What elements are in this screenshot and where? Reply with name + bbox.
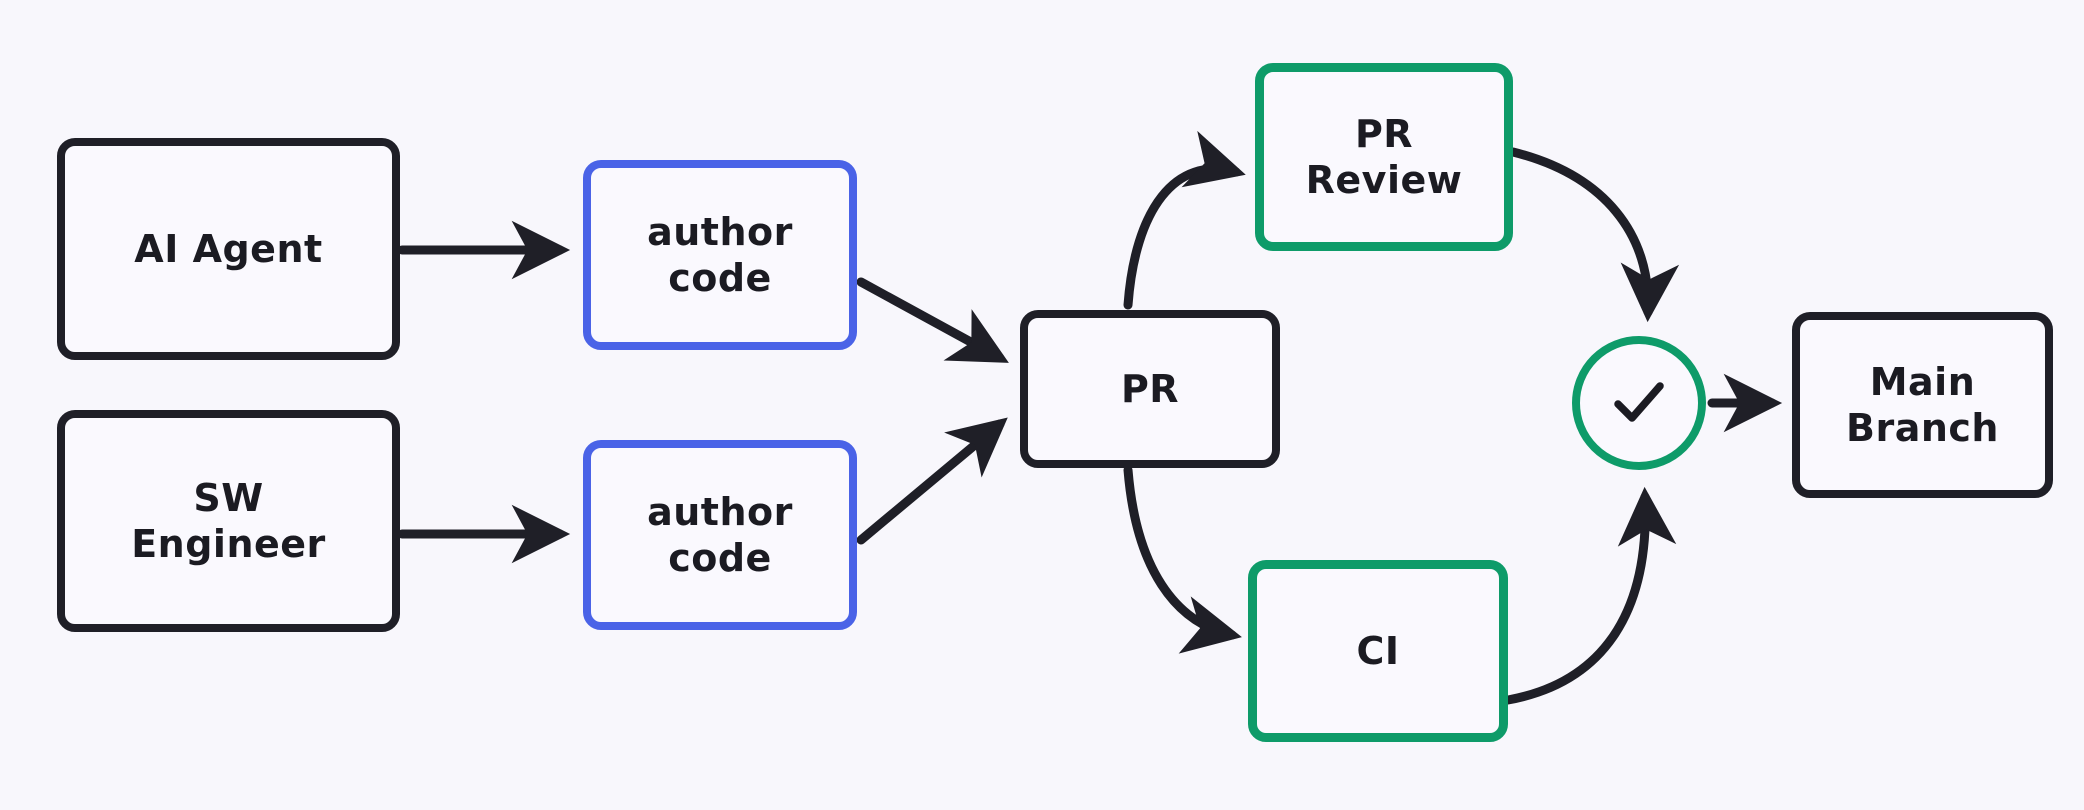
node-ci[interactable]: CI — [1248, 560, 1508, 742]
edge-pr-to-pr-review — [1123, 130, 1246, 310]
edge-pr-to-ci — [1123, 465, 1242, 654]
node-ai-agent[interactable]: AI Agent — [57, 138, 400, 360]
node-main-branch-label: Main Branch — [1846, 359, 1999, 450]
node-author-code-ai[interactable]: author code — [583, 160, 857, 350]
edge-author-code-2-to-pr — [856, 417, 1008, 545]
check-icon — [1614, 382, 1664, 422]
node-author-code-human-label: author code — [647, 489, 793, 580]
node-pr-label: PR — [1120, 366, 1180, 411]
node-ci-label: CI — [1356, 628, 1400, 673]
edge-ci-to-merge-check — [1503, 486, 1677, 705]
node-pr-review-label: PR Review — [1305, 111, 1463, 202]
node-pr-review[interactable]: PR Review — [1255, 63, 1513, 251]
node-sw-engineer-label: SW Engineer — [131, 475, 326, 566]
edge-pr-review-to-merge-check — [1508, 147, 1680, 323]
node-author-code-ai-label: author code — [647, 209, 793, 300]
node-pr[interactable]: PR — [1020, 310, 1280, 468]
node-author-code-human[interactable]: author code — [583, 440, 857, 630]
node-main-branch[interactable]: Main Branch — [1792, 312, 2053, 498]
node-sw-engineer[interactable]: SW Engineer — [57, 410, 400, 632]
node-ai-agent-label: AI Agent — [134, 226, 323, 271]
edge-author-code-1-to-pr — [856, 277, 1009, 363]
merge-check-gate[interactable] — [1572, 336, 1706, 470]
